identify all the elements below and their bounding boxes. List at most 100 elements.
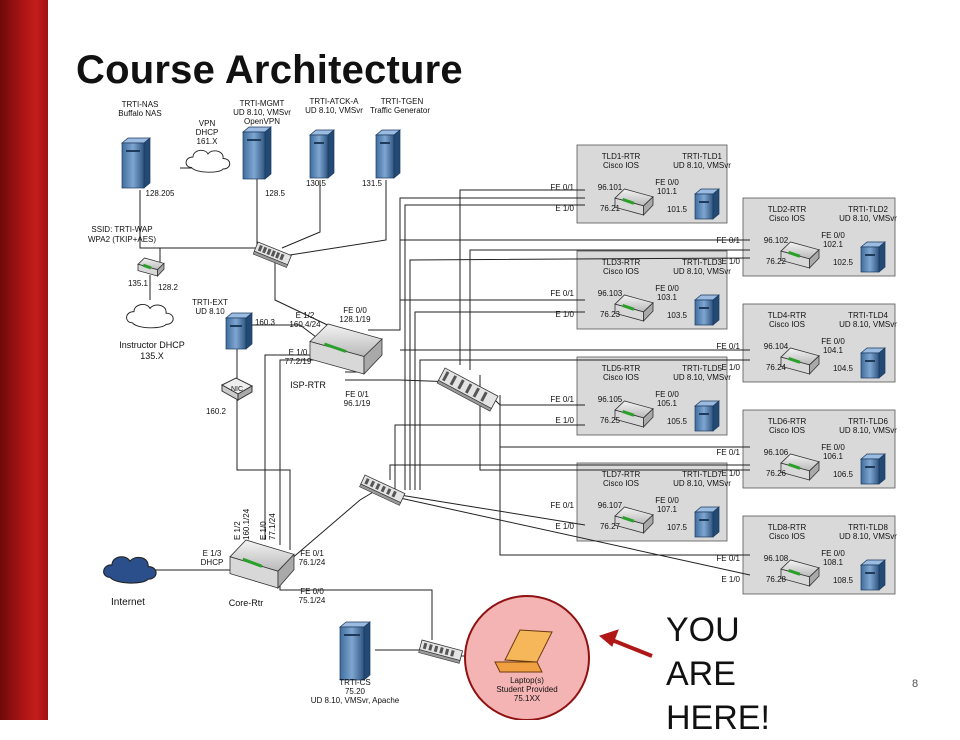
tld4-server-name: TRTI-TLD4 [848, 311, 888, 320]
isp-fe01-ip: 96.1/19 [344, 399, 371, 408]
vpn-range: 161.X [197, 137, 219, 146]
tld2-server-os: UD 8.10, VMSvr [839, 214, 897, 223]
laptop-label-2: Student Provided [496, 685, 557, 694]
ext-server-icon [225, 312, 253, 350]
tgen-name: TRTI-TGEN [381, 97, 424, 106]
tld5-e10-label: E 1/0 [555, 416, 574, 425]
tld1-e10-label: E 1/0 [555, 204, 574, 213]
tld4-fe00-label: FE 0/0 [821, 337, 845, 346]
isp-router-icon [309, 323, 383, 376]
tld7-server-name: TRTI-TLD7 [682, 470, 722, 479]
core-e13-dhcp: DHCP [201, 558, 224, 567]
instructor-dhcp-range: 135.X [140, 351, 164, 361]
tgen-server-icon [375, 129, 401, 179]
tld3-server-icon [694, 294, 720, 326]
tld4-fe00-ip: 104.1 [823, 346, 844, 355]
isp-fe01: FE 0/1 [345, 390, 369, 399]
tld3-rtr-name: TLD3-RTR [602, 258, 641, 267]
nas-ip: 128.205 [146, 189, 175, 198]
tld7-router-icon [614, 506, 654, 534]
tld3-rtr-os: Cisco IOS [603, 267, 639, 276]
tld6-e10-ip: 76.26 [766, 469, 787, 478]
core-e12-ip: 160.1/24 [242, 508, 251, 540]
tld8-e10-label: E 1/0 [721, 575, 740, 584]
nas-server-icon [121, 137, 151, 189]
ext-name: TRTI-EXT [192, 298, 228, 307]
core-fe00-ip: 75.1/24 [299, 596, 326, 605]
tld1-e10-ip: 76.21 [600, 204, 621, 213]
tld7-rtr-name: TLD7-RTR [602, 470, 641, 479]
vpn-dhcp: DHCP [196, 128, 219, 137]
tld2-rtr-name: TLD2-RTR [768, 205, 807, 214]
isp-e10: E 1/0 [289, 348, 308, 357]
tld4-fe01-ip: 96.104 [764, 342, 789, 351]
tld5-server-icon [694, 400, 720, 432]
tld6-fe01-label: FE 0/1 [716, 448, 740, 457]
tld1-server-ip: 101.5 [667, 205, 688, 214]
tld7-fe01-ip: 96.107 [598, 501, 623, 510]
tld8-fe00-ip: 108.1 [823, 558, 844, 567]
core-fe01-ip: 76.1/24 [299, 558, 326, 567]
tld5-fe00-ip: 105.1 [657, 399, 678, 408]
tld6-server-name: TRTI-TLD6 [848, 417, 888, 426]
tld1-server-os: UD 8.10, VMSvr [673, 161, 731, 170]
tld6-e10-label: E 1/0 [721, 469, 740, 478]
core-e10: E 1/0 [259, 521, 268, 540]
tld7-fe00-label: FE 0/0 [655, 496, 679, 505]
wap-lan-ip: 128.2 [158, 283, 179, 292]
wap-security: WPA2 (TKIP+AES) [88, 235, 156, 244]
atck-name: TRTI-ATCK-A [309, 97, 359, 106]
tld6-fe01-ip: 96.106 [764, 448, 789, 457]
isp-e12-ip: 160.4/24 [289, 320, 321, 329]
tld4-server-os: UD 8.10, VMSvr [839, 320, 897, 329]
slide-sidebar-bar [0, 0, 48, 720]
tld2-fe00-ip: 102.1 [823, 240, 844, 249]
tld4-rtr-name: TLD4-RTR [768, 311, 807, 320]
mgmt-ip: 128.5 [265, 189, 286, 198]
mgmt-desc: OpenVPN [244, 117, 280, 126]
tgen-ip: 131.5 [362, 179, 383, 188]
core-switch-icon [436, 367, 499, 412]
tld5-e10-ip: 76.25 [600, 416, 621, 425]
internet-label: Internet [111, 597, 145, 608]
core-e12: E 1/2 [233, 521, 242, 540]
tld4-router-icon [780, 347, 820, 375]
tld4-server-ip: 104.5 [833, 364, 854, 373]
tld2-e10-ip: 76.22 [766, 257, 787, 266]
tld5-fe01-ip: 96.105 [598, 395, 623, 404]
tld1-server-name: TRTI-TLD1 [682, 152, 722, 161]
tld1-fe00-label: FE 0/0 [655, 178, 679, 187]
laptop-label-1: Laptop(s) [510, 676, 544, 685]
tld2-router-icon [780, 241, 820, 269]
isp-e12: E 1/2 [296, 311, 315, 320]
tld3-fe00-label: FE 0/0 [655, 284, 679, 293]
nic-label: NIC [231, 386, 243, 393]
arrow-icon [598, 629, 653, 658]
wap-router-icon [137, 257, 165, 278]
nas-name: TRTI-NAS [122, 100, 159, 109]
tld8-router-icon [780, 559, 820, 587]
tld1-rtr-name: TLD1-RTR [602, 152, 641, 161]
tld8-rtr-os: Cisco IOS [769, 532, 805, 541]
tld6-rtr-name: TLD6-RTR [768, 417, 807, 426]
tld2-e10-label: E 1/0 [721, 257, 740, 266]
tld6-server-icon [860, 453, 886, 485]
tld5-server-ip: 105.5 [667, 417, 688, 426]
wap-wan-ip: 135.1 [128, 279, 149, 288]
internet-cloud-icon [103, 556, 157, 584]
mgmt-switch-icon [252, 241, 292, 268]
vpn-label: VPN [199, 119, 216, 128]
tld4-server-icon [860, 347, 886, 379]
tld3-e10-label: E 1/0 [555, 310, 574, 319]
tld5-router-icon [614, 400, 654, 428]
tld3-server-os: UD 8.10, VMSvr [673, 267, 731, 276]
tld1-server-icon [694, 188, 720, 220]
tld4-rtr-os: Cisco IOS [769, 320, 805, 329]
mgmt-name: TRTI-MGMT [240, 99, 285, 108]
tld8-server-name: TRTI-TLD8 [848, 523, 888, 532]
core-e10-ip: 77.1/24 [268, 513, 277, 540]
tld7-fe01-label: FE 0/1 [550, 501, 574, 510]
tld5-fe00-label: FE 0/0 [655, 390, 679, 399]
isp-e10-ip: 77.2/19 [285, 357, 312, 366]
instructor-dhcp-label: Instructor DHCP [119, 340, 185, 350]
